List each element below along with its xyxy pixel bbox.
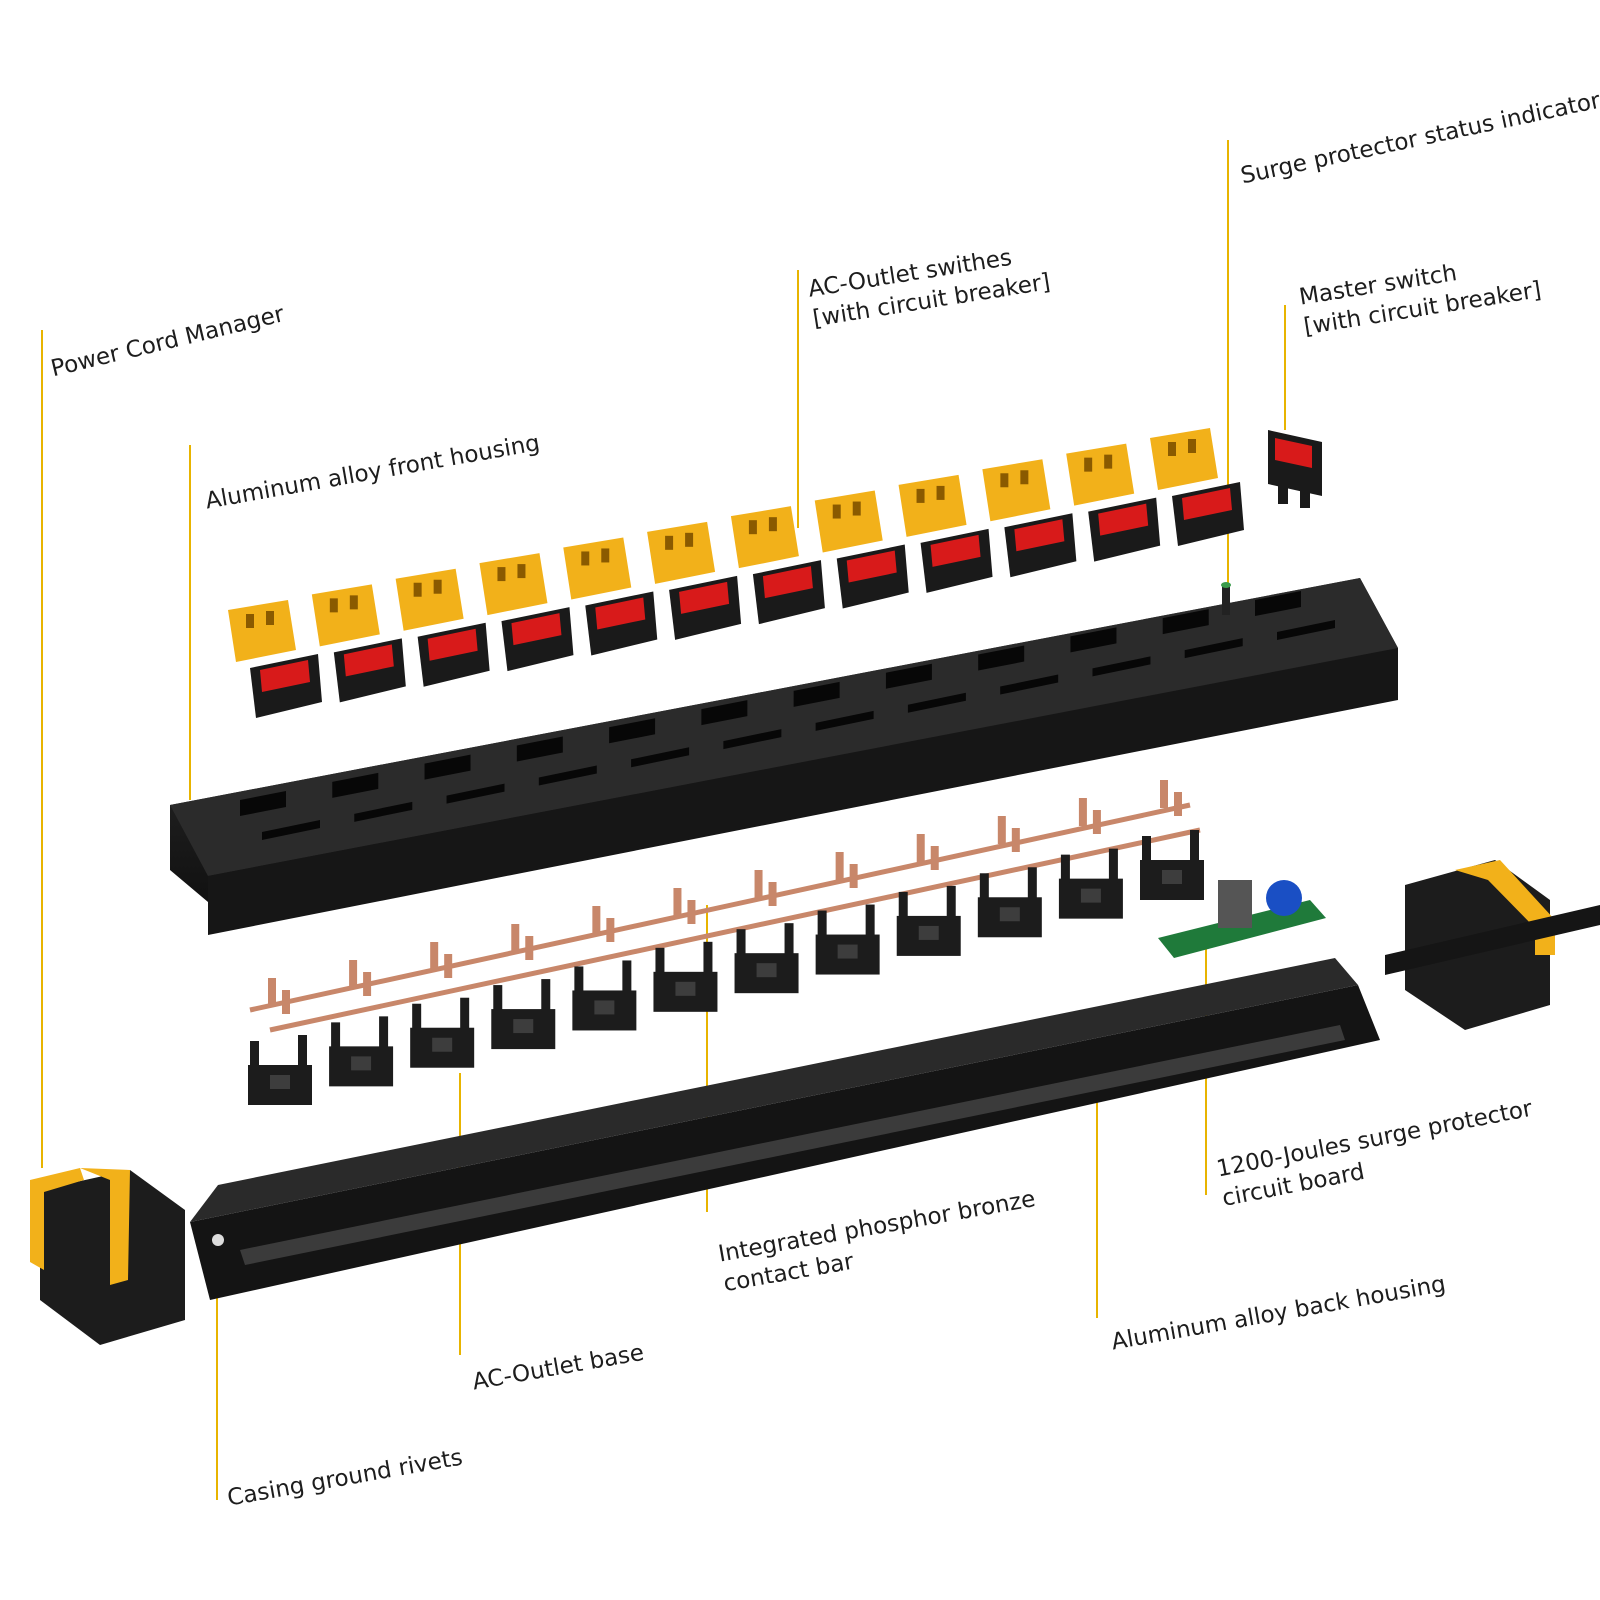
outlet-icon [982,459,1051,522]
rocker-switch-icon [1172,482,1244,546]
front-housing-slots [240,591,1335,840]
contact-prong [997,816,1006,844]
master-switch-icon [1268,430,1322,508]
housing-slot [1184,638,1243,659]
outlet-base-row [248,830,1204,1105]
outlet-base-icon [653,941,718,1012]
outlet-icon [395,568,464,631]
housing-slot [1092,656,1151,677]
contact-prong [1078,798,1087,826]
rocker-switch-icon [1004,513,1077,578]
rocker-switch-icon [585,591,658,656]
rocker-switch-icon [752,560,825,625]
outlet-base-icon [896,885,961,956]
contact-prong [511,924,520,952]
outlet-icon [1066,443,1135,506]
end-cap-left-icon [30,1168,185,1345]
contact-prong [768,882,777,906]
contact-prong [430,942,439,970]
outlet-icon [898,474,967,537]
contact-bar-icon [249,780,1201,1033]
front-housing [170,578,1398,935]
housing-slot [701,700,748,726]
housing-slot [631,747,690,768]
contact-prong [1011,828,1020,852]
housing-slot [609,718,656,744]
outlet-icon [479,553,548,616]
contact-prong [606,918,615,942]
housing-slot [723,729,782,750]
housing-slot [978,645,1025,671]
contact-prong [282,990,290,1014]
surge-board-icon [1158,880,1326,958]
contact-prong [916,834,925,862]
ground-rivet-icon [212,1234,224,1246]
contact-prong [687,900,696,924]
contact-prong [673,888,682,916]
contact-prong [1092,810,1101,834]
outlet-base-icon [1140,830,1204,900]
outlet-base-icon [1058,848,1123,919]
outlet-base-icon [248,1035,312,1105]
outlet-icon [1150,428,1218,490]
outlet-icon [647,521,716,584]
contact-prong [592,906,601,934]
contact-prong [1174,792,1182,816]
outlet-row [228,428,1244,718]
housing-slot [240,791,286,816]
housing-slot [1162,609,1209,635]
housing-slot [354,801,413,822]
contact-prong [268,978,276,1006]
outlet-icon [563,537,632,600]
rocker-switch-icon [836,544,909,609]
outlet-base-icon [410,997,475,1068]
rocker-switch-icon [669,575,742,640]
outlet-base-icon [572,960,637,1031]
housing-slot [815,710,874,731]
rocker-switch-icon [417,622,490,687]
contact-prong [930,846,939,870]
housing-slot [1000,674,1059,695]
housing-slot [424,754,471,780]
outlet-base-icon [734,923,799,994]
contact-prong [444,954,453,978]
housing-slot [885,663,932,689]
housing-slot [446,783,505,804]
contact-prong [349,960,358,988]
housing-slot [332,772,379,798]
contact-prong [835,852,844,880]
housing-slot [907,692,966,713]
end-cap-right-icon [1385,860,1600,1030]
outlet-icon [814,490,883,553]
rocker-switch-icon [250,654,322,718]
rocker-switch-icon [920,528,993,593]
contact-prong [525,936,534,960]
contact-prong [363,972,372,996]
housing-slot [793,681,840,707]
housing-slot [1070,627,1117,653]
outlet-base-icon [491,979,556,1050]
rocker-switch-icon [333,638,406,703]
rocker-switch-icon [1088,497,1161,562]
contact-prong [1160,780,1168,808]
outlet-base-icon [329,1016,394,1087]
status-indicator-icon [1221,582,1231,615]
housing-slot [1277,620,1335,640]
contact-prong [849,864,858,888]
outlet-icon [730,506,799,569]
housing-slot [1255,591,1301,616]
housing-slot [262,820,320,840]
contact-prong [754,870,763,898]
outlet-base-icon [815,904,880,975]
outlet-base-icon [977,867,1042,938]
rocker-switch-icon [501,607,574,672]
housing-slot [516,736,563,762]
back-housing [190,958,1380,1300]
housing-slot [538,765,597,786]
outlet-icon [311,584,380,647]
outlet-icon [228,600,296,662]
